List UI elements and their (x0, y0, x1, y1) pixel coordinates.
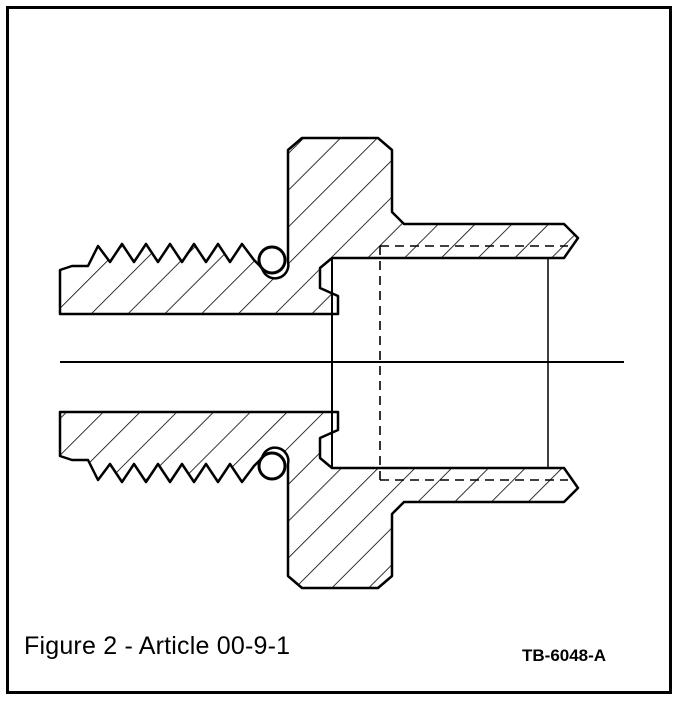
hidden-thread-lines (379, 245, 568, 481)
through-bore (60, 313, 338, 413)
o-ring-lower (257, 451, 287, 481)
lower-body-section (58, 410, 580, 590)
figure-caption: Figure 2 - Article 00-9-1 (24, 632, 291, 660)
figure-code: TB-6048-A (522, 646, 607, 665)
upper-body-section (58, 136, 580, 316)
o-ring-upper (257, 245, 287, 275)
